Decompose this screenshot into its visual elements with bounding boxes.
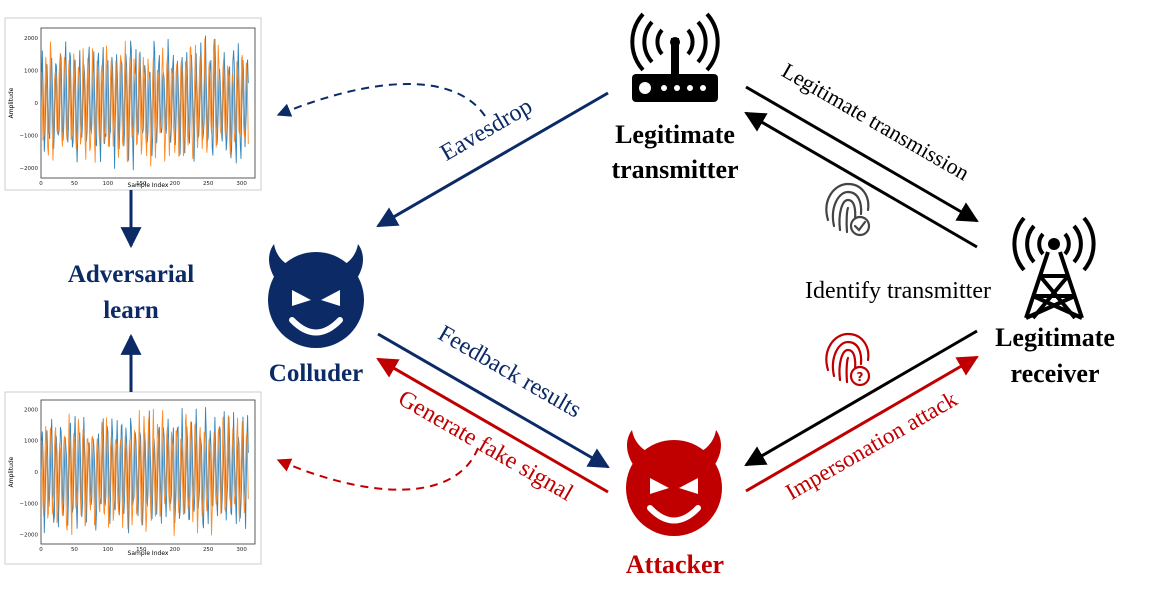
fingerprint-check-icon: [825, 182, 871, 237]
plot-xtick-label: 200: [170, 547, 181, 553]
transmitter-label: Legitimate: [615, 120, 735, 149]
plot-ytick-label: 1000: [24, 68, 38, 74]
plot-ylabel: Amplitude: [8, 87, 15, 118]
attacker-label: Attacker: [626, 550, 724, 579]
receiver-label-line2: receiver: [1011, 359, 1100, 388]
plot-xticks: 0 50 100 150 200 250 300: [39, 181, 247, 187]
colluder-label: Colluder: [269, 360, 363, 387]
arrow-eavesdrop: [376, 91, 609, 228]
arrow-identify-back: [744, 111, 978, 249]
plot-yticks: 2000 1000 0 −1000 −2000: [19, 407, 38, 538]
plot-xticks: 0 50 100 150 200 250 300: [39, 547, 247, 553]
plot-xtick-label: 200: [170, 181, 181, 187]
plot-xtick-label: 50: [71, 547, 78, 553]
plot-ytick-label: −1000: [19, 501, 38, 507]
plot-top: 2000 1000 0 −1000 −2000 0 50 100 150 200 250 300 S…: [4, 17, 262, 191]
cell-tower-icon: [1012, 216, 1096, 320]
plot-series-line: [40, 38, 249, 167]
devil-face-icon: [626, 430, 722, 536]
dashed-arrow-eavesdrop-data: [276, 83, 486, 117]
arrow-legit-transmission: [745, 85, 979, 223]
arrow-feedback: [377, 332, 610, 469]
plot-ytick-label: 0: [35, 101, 39, 107]
devil-face-icon: [268, 244, 364, 348]
plot-xtick-label: 50: [71, 181, 78, 187]
plot-xtick-label: 250: [203, 181, 214, 187]
svg-text:?: ?: [857, 370, 864, 384]
plot-ytick-label: 2000: [24, 407, 38, 413]
plot-xtick-label: 0: [39, 181, 43, 187]
plot-yticks: 2000 1000 0 −1000 −2000: [19, 36, 38, 172]
plot-ytick-label: 2000: [24, 36, 38, 42]
plot-xtick-label: 100: [103, 547, 114, 553]
identify-transmitter-label: Identify transmitter: [805, 278, 991, 304]
transmitter-label-line2: transmitter: [611, 155, 738, 184]
plot-series-line: [40, 35, 249, 171]
plot-ylabel: Amplitude: [8, 456, 15, 487]
eavesdrop-label: Eavesdrop: [436, 93, 537, 166]
arrow-impersonation: [745, 355, 979, 493]
impersonation-attack-label: Impersonation attack: [781, 386, 962, 505]
plot-xtick-label: 300: [236, 547, 247, 553]
plot-xtick-label: 250: [203, 547, 214, 553]
plot-xtick-label: 0: [39, 547, 43, 553]
arrow-fake-signal: [376, 357, 609, 494]
plot-ytick-label: −2000: [19, 533, 38, 539]
adversarial-learn-label: Adversarial: [68, 261, 194, 288]
arrow-receiver-to-attacker: [744, 329, 978, 467]
plot-xtick-label: 100: [103, 181, 114, 187]
plot-ytick-label: 0: [35, 470, 39, 476]
plot-xlabel: Sample Index: [128, 550, 169, 557]
plot-xtick-label: 150: [136, 547, 147, 553]
plot-bottom: 2000 1000 0 −1000 −2000 0 50 100 150 200 250 300 S…: [4, 391, 262, 565]
plot-ytick-label: −2000: [19, 166, 38, 172]
receiver-label: Legitimate: [995, 323, 1115, 352]
plot-ytick-label: −1000: [19, 134, 38, 140]
plot-series-line: [40, 408, 249, 536]
plot-xtick-label: 300: [236, 181, 247, 187]
feedback-results-label: Feedback results: [433, 321, 585, 424]
dashed-arrow-fake-signal-data: [276, 447, 479, 491]
plot-series-group: [40, 35, 249, 171]
plot-xlabel: Sample Index: [128, 182, 169, 189]
plot-ytick-label: 1000: [24, 439, 38, 445]
adversarial-learn-label-line2: learn: [103, 297, 159, 324]
router-icon: [630, 12, 720, 102]
plot-series-group: [40, 407, 249, 536]
fingerprint-question-icon: ?: [825, 332, 871, 387]
plot-xtick-label: 150: [136, 181, 147, 187]
